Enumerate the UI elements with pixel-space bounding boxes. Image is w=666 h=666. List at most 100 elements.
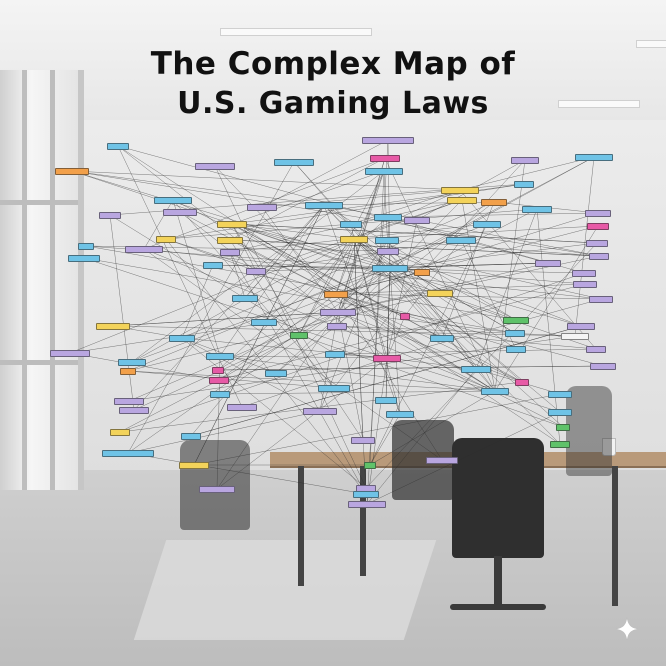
law-node-box bbox=[461, 365, 491, 373]
law-connection-line bbox=[337, 311, 564, 428]
law-connection-line bbox=[71, 170, 325, 206]
law-node-box bbox=[324, 290, 348, 298]
law-node-box bbox=[55, 167, 89, 175]
law-node-box bbox=[290, 331, 308, 339]
law-connection-line bbox=[143, 199, 174, 250]
law-connection-line bbox=[181, 337, 321, 412]
law-node-box bbox=[212, 366, 224, 374]
law-node-box bbox=[251, 318, 277, 326]
law-node-box bbox=[325, 350, 345, 358]
law-connection-line bbox=[69, 352, 220, 381]
law-node-box bbox=[102, 449, 154, 457]
chair-base bbox=[494, 556, 502, 606]
law-node-box bbox=[217, 220, 247, 228]
law-node-box bbox=[447, 196, 477, 204]
law-connection-line bbox=[143, 248, 443, 461]
law-node-box bbox=[203, 261, 223, 269]
law-connection-line bbox=[387, 212, 599, 218]
law-node-box bbox=[340, 220, 362, 228]
law-connection-line bbox=[337, 262, 549, 313]
law-node-box bbox=[573, 280, 597, 288]
law-connection-line bbox=[231, 223, 582, 327]
law-node-box bbox=[505, 329, 525, 337]
law-node-box bbox=[556, 423, 570, 431]
law-node-box bbox=[511, 156, 539, 164]
law-connection-line bbox=[229, 157, 386, 241]
law-node-box bbox=[441, 186, 479, 194]
law-node-box bbox=[227, 403, 257, 411]
ceiling bbox=[0, 0, 666, 130]
law-connection-line bbox=[323, 204, 477, 370]
law-node-box bbox=[481, 387, 509, 395]
law-connection-line bbox=[83, 257, 388, 359]
law-connection-line bbox=[69, 238, 355, 354]
law-node-box bbox=[481, 198, 507, 206]
law-connection-line bbox=[127, 161, 295, 454]
law-node-box bbox=[210, 390, 230, 398]
law-node-box bbox=[364, 461, 376, 469]
law-node-box bbox=[119, 406, 149, 414]
law-node-box bbox=[247, 203, 277, 211]
law-connection-line bbox=[127, 370, 496, 392]
law-connection-line bbox=[71, 170, 391, 269]
law-node-box bbox=[575, 153, 613, 161]
law-node-box bbox=[550, 440, 570, 448]
law-connection-line bbox=[404, 239, 462, 317]
law-node-box bbox=[503, 316, 529, 324]
law-node-box bbox=[370, 154, 400, 162]
law-connection-line bbox=[190, 325, 582, 437]
law-connection-line bbox=[366, 368, 477, 505]
law-connection-line bbox=[190, 238, 355, 437]
law-connection-line bbox=[181, 201, 495, 339]
law-connection-line bbox=[231, 223, 598, 244]
law-connection-line bbox=[385, 267, 391, 401]
law-connection-line bbox=[298, 238, 355, 336]
law-connection-line bbox=[261, 189, 461, 208]
law-node-box bbox=[567, 322, 595, 330]
law-connection-line bbox=[386, 357, 561, 413]
law-node-box bbox=[586, 239, 608, 247]
law-connection-line bbox=[335, 293, 443, 461]
law-connection-line bbox=[117, 145, 243, 408]
law-node-box bbox=[515, 378, 529, 386]
law-connection-line bbox=[350, 189, 461, 225]
law-connection-line bbox=[229, 251, 367, 495]
law-node-box bbox=[362, 136, 414, 144]
law-node-box bbox=[107, 142, 129, 150]
law-node-box bbox=[427, 289, 453, 297]
law-connection-line bbox=[216, 357, 388, 490]
law-connection-line bbox=[69, 311, 339, 354]
law-connection-line bbox=[386, 239, 600, 257]
law-connection-line bbox=[231, 223, 355, 240]
law-connection-line bbox=[112, 325, 576, 337]
law-node-box bbox=[351, 436, 375, 444]
law-node-box bbox=[590, 362, 616, 370]
law-connection-line bbox=[231, 223, 597, 350]
law-node-box bbox=[374, 213, 402, 221]
chair-base bbox=[450, 604, 546, 610]
law-connection-line bbox=[574, 156, 595, 337]
law-connection-line bbox=[335, 238, 355, 295]
law-connection-line bbox=[335, 293, 517, 350]
law-connection-line bbox=[298, 334, 564, 428]
law-connection-line bbox=[193, 204, 325, 466]
law-node-box bbox=[199, 485, 235, 493]
law-node-box bbox=[589, 252, 609, 260]
law-node-box bbox=[156, 235, 176, 243]
window bbox=[0, 70, 84, 490]
law-node-box bbox=[377, 247, 399, 255]
law-node-box bbox=[572, 269, 596, 277]
law-node-box bbox=[375, 236, 399, 244]
law-node-box bbox=[99, 211, 121, 219]
law-connection-line bbox=[337, 311, 523, 383]
law-node-box bbox=[232, 294, 258, 302]
law-connection-line bbox=[389, 242, 598, 269]
law-node-box bbox=[206, 352, 234, 360]
law-connection-line bbox=[217, 267, 391, 371]
law-connection-line bbox=[353, 238, 443, 339]
law-connection-line bbox=[421, 159, 526, 273]
law-connection-line bbox=[353, 189, 461, 240]
law-connection-line bbox=[275, 267, 391, 374]
law-node-box bbox=[365, 167, 403, 175]
law-connection-line bbox=[218, 293, 337, 381]
